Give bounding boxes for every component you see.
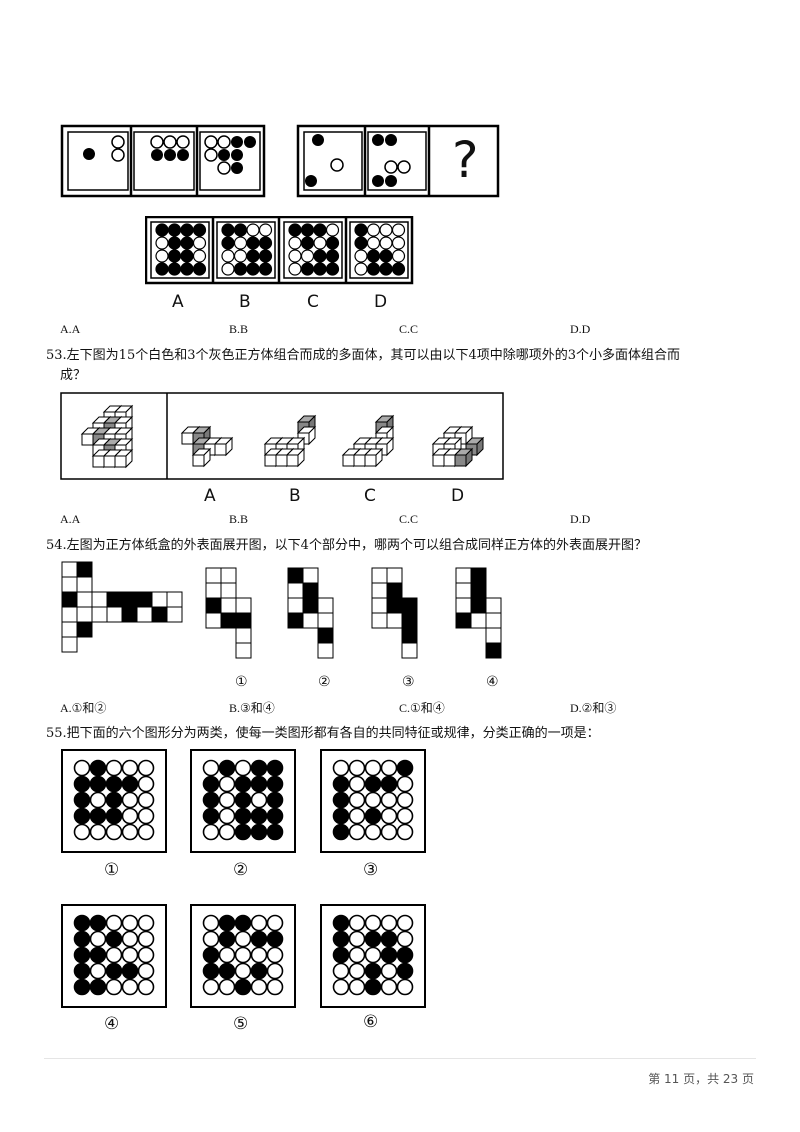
choice-letter-d: D bbox=[374, 292, 388, 312]
figure-label-2: ② bbox=[233, 860, 249, 880]
q54-question: 54.左图为正方体纸盒的外表面展开图，以下4个部分中，哪两个可以组合成同样正方体… bbox=[46, 538, 647, 553]
q54-option-d[interactable]: D.②和③ bbox=[570, 701, 617, 715]
part-label-2: ② bbox=[318, 674, 331, 690]
q55-question: 55.把下面的六个图形分为两类，使每一类图形都有各自的共同特征或规律，分类正确的… bbox=[46, 726, 600, 741]
figure-label-4: ④ bbox=[104, 1014, 120, 1034]
part-label-1: ① bbox=[235, 674, 248, 690]
q52-option-a[interactable]: A.A bbox=[60, 322, 81, 336]
q53-question-line2: 成？ bbox=[60, 368, 87, 383]
q55-grid-figures bbox=[61, 749, 426, 1008]
q53-option-a[interactable]: A.A bbox=[60, 512, 81, 526]
figure-label-1: ① bbox=[104, 860, 120, 880]
q53-cube-figure bbox=[60, 392, 504, 480]
q52-option-d[interactable]: D.D bbox=[570, 322, 591, 336]
q53-option-c[interactable]: C.C bbox=[399, 512, 419, 526]
q53-letter-d: D bbox=[451, 486, 465, 506]
figure-label-5: ⑤ bbox=[233, 1014, 249, 1034]
page-number: 第 11 页，共 23 页 bbox=[648, 1072, 754, 1086]
question-mark: ? bbox=[452, 131, 479, 189]
q52-sequence-figure bbox=[60, 124, 500, 198]
figure-label-3: ③ bbox=[363, 860, 379, 880]
q54-option-b[interactable]: B.③和④ bbox=[229, 701, 275, 715]
part-label-3: ③ bbox=[402, 674, 415, 690]
footer-divider bbox=[44, 1058, 756, 1059]
choice-letter-c: C bbox=[307, 292, 319, 312]
q54-option-a[interactable]: A.①和② bbox=[60, 701, 107, 715]
q53-option-d[interactable]: D.D bbox=[570, 512, 591, 526]
choice-letter-b: B bbox=[239, 292, 251, 312]
q52-option-c[interactable]: C.C bbox=[399, 322, 419, 336]
q54-option-c[interactable]: C.①和④ bbox=[399, 701, 445, 715]
part-label-4: ④ bbox=[486, 674, 499, 690]
q53-option-b[interactable]: B.B bbox=[229, 512, 249, 526]
q53-letter-b: B bbox=[289, 486, 301, 506]
q52-option-b[interactable]: B.B bbox=[229, 322, 249, 336]
q53-letter-a: A bbox=[204, 486, 216, 506]
choice-letter-a: A bbox=[172, 292, 184, 312]
figure-label-6: ⑥ bbox=[363, 1012, 379, 1032]
q53-question-line1: 53.左下图为15个白色和3个灰色正方体组合而成的多面体，其可以由以下4项中除哪… bbox=[46, 348, 681, 363]
q54-net-figure bbox=[61, 561, 502, 659]
q53-letter-c: C bbox=[364, 486, 376, 506]
q52-choices-figure bbox=[145, 216, 414, 285]
